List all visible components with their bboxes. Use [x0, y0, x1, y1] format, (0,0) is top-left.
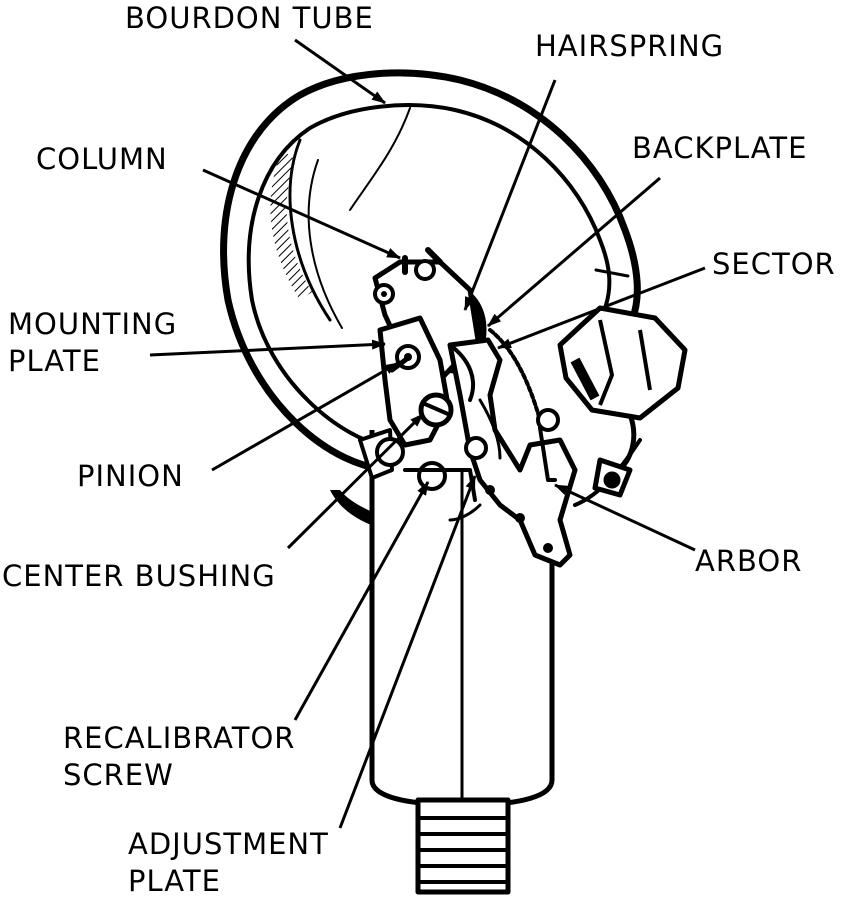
label-sector: SECTOR — [712, 247, 836, 281]
label-arbor: ARBOR — [695, 544, 803, 578]
leader-column — [202, 168, 401, 260]
leader-backplate — [487, 176, 661, 328]
leader-bourdon-tube — [294, 38, 386, 105]
label-recalibrator-screw: RECALIBRATOR SCREW — [63, 720, 295, 794]
label-mounting-plate: MOUNTING PLATE — [8, 306, 177, 380]
label-mounting-plate-line1: MOUNTING — [8, 307, 178, 341]
label-recalibrator-screw-line2: SCREW — [63, 758, 174, 793]
leader-sector — [497, 266, 706, 350]
label-mounting-plate-line2: PLATE — [8, 344, 101, 379]
leader-lines — [149, 38, 706, 829]
leader-adjustment-plate — [338, 475, 477, 829]
label-column: COLUMN — [36, 142, 168, 176]
leader-recalibrator-screw — [293, 481, 430, 721]
label-center-bushing: CENTER BUSHING — [2, 559, 276, 593]
leader-arbor — [554, 483, 696, 552]
label-hairspring: HAIRSPRING — [535, 29, 725, 63]
leader-hairspring — [463, 79, 557, 311]
leader-center-bushing — [286, 412, 425, 550]
label-adjustment-plate-line1: ADJUSTMENT — [128, 827, 329, 861]
label-adjustment-plate: ADJUSTMENT PLATE — [128, 826, 329, 900]
label-bourdon-tube: BOURDON TUBE — [125, 1, 374, 35]
label-adjustment-plate-line2: PLATE — [128, 864, 221, 899]
label-backplate: BACKPLATE — [632, 131, 808, 165]
tip-fitting — [557, 305, 688, 498]
movement — [372, 247, 578, 568]
leader-pinion — [211, 361, 399, 472]
leader-mounting-plate — [149, 339, 386, 357]
label-recalibrator-screw-line1: RECALIBRATOR — [63, 721, 296, 755]
socket-body — [358, 428, 555, 895]
label-pinion: PINION — [77, 459, 184, 493]
